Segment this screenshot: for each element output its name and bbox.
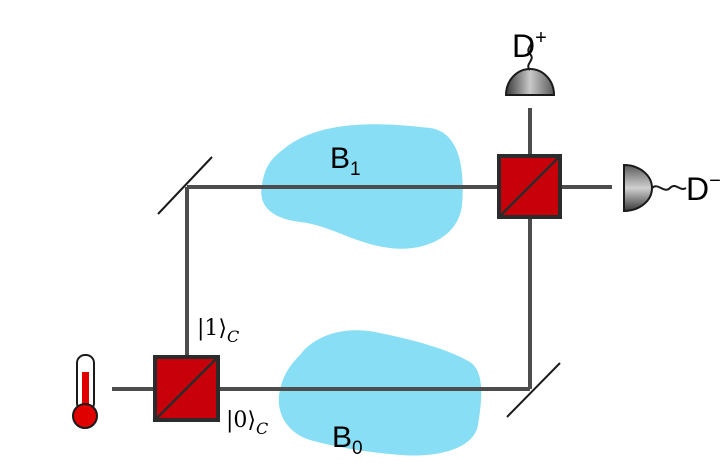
thermometer-icon xyxy=(72,354,98,429)
label-state-zero: |0⟩C xyxy=(226,408,268,438)
bath-b0-blob xyxy=(278,330,482,456)
signal-wire-minus xyxy=(651,185,687,191)
beam-splitter-output xyxy=(497,154,562,219)
mirror-bottom-right xyxy=(506,362,561,418)
detector-minus xyxy=(623,163,687,213)
beam-splitter-input xyxy=(153,355,220,422)
label-bath-b1: B1 xyxy=(330,142,361,180)
detector-icon xyxy=(504,68,556,96)
label-state-one: |1⟩C xyxy=(197,316,239,346)
label-bath-b0: B0 xyxy=(332,421,363,459)
label-detector-plus: D+ xyxy=(512,27,547,64)
mirror-top-left xyxy=(157,156,213,215)
detector-plus xyxy=(504,37,556,96)
label-detector-minus: D− xyxy=(686,170,720,207)
signal-wire-plus xyxy=(527,37,533,71)
detector-icon xyxy=(623,163,653,213)
